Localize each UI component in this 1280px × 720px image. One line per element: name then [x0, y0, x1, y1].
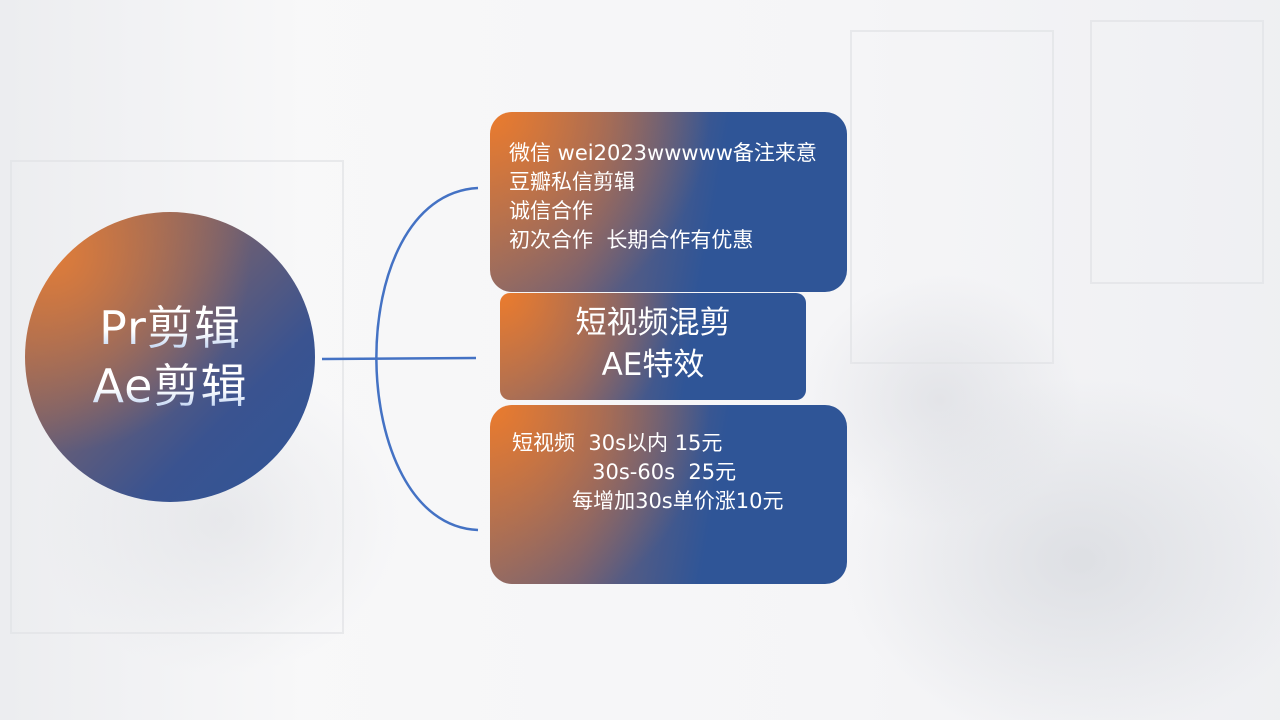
service-short-video-mix: 短视频混剪: [575, 305, 731, 341]
branch-contact-box: 微信 wei2023wwwww备注来意 豆瓣私信剪辑 诚信合作 初次合作 长期合…: [490, 112, 847, 292]
price-30-60s: 30s-60s 25元: [512, 460, 737, 484]
branch-pricing-box: 短视频 30s以内 15元 30s-60s 25元 每增加30s单价涨10元: [490, 405, 847, 584]
contact-integrity: 诚信合作: [509, 199, 593, 223]
connector-horizontal-line: [321, 356, 477, 361]
branch-services-box: 短视频混剪 AE特效: [500, 293, 806, 400]
price-increment: 每增加30s单价涨10元: [512, 489, 784, 513]
center-node-line-ae: Ae剪辑: [92, 359, 248, 413]
contact-wechat: 微信 wei2023wwwww备注来意: [509, 141, 817, 165]
contact-discount: 初次合作 长期合作有优惠: [509, 228, 754, 252]
center-node-line-pr: Pr剪辑: [99, 301, 241, 355]
contact-douban: 豆瓣私信剪辑: [509, 170, 635, 194]
price-under-30s: 短视频 30s以内 15元: [512, 431, 723, 455]
service-ae-effects: AE特效: [601, 347, 705, 383]
center-node-circle: Pr剪辑 Ae剪辑: [25, 212, 315, 502]
